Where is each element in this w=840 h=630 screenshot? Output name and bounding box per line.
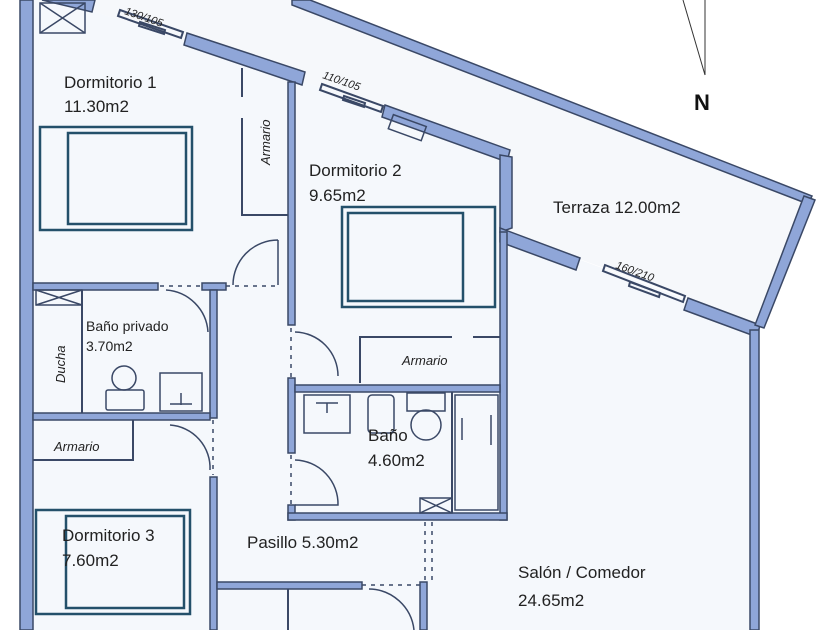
toilet-icon bbox=[105, 365, 145, 411]
wall-left bbox=[19, 0, 34, 630]
wall-terrace-end bbox=[754, 195, 816, 329]
door-private-bath bbox=[165, 289, 209, 333]
floor-area bbox=[33, 0, 755, 630]
bidet-icon bbox=[367, 394, 395, 434]
door-dorm3 bbox=[169, 424, 211, 471]
room-area-dormitorio3: 7.60m2 bbox=[62, 551, 119, 570]
wall-dorm1-dorm2 bbox=[287, 81, 296, 326]
room-area-dormitorio1: 11.30m2 bbox=[64, 97, 129, 116]
room-area-dormitorio2: 9.65m2 bbox=[309, 186, 366, 205]
bath-toilet-icon bbox=[406, 392, 446, 441]
closet-dorm1 bbox=[241, 68, 288, 216]
x-box-icon bbox=[419, 497, 453, 514]
closet-label-dorm1: Armario bbox=[258, 119, 273, 166]
north-arrow-icon: N bbox=[682, 0, 710, 115]
wall-dorm2-right-inner bbox=[499, 231, 508, 521]
wall-private-bath-right bbox=[209, 289, 218, 419]
wall-left-lower bbox=[209, 476, 218, 630]
room-name-bano: Baño bbox=[368, 426, 408, 445]
terrace-floor bbox=[60, 0, 810, 325]
room-label-terraza: Terraza 12.00m2 bbox=[553, 198, 681, 217]
bed-dorm2 bbox=[340, 205, 497, 309]
compass-label: N bbox=[694, 90, 710, 115]
closet-label-dorm3: Armario bbox=[53, 439, 100, 454]
wall-bath-top bbox=[294, 384, 501, 393]
wall-right bbox=[749, 329, 760, 630]
wall-private-bath-bottom bbox=[32, 412, 211, 421]
bed-dorm3 bbox=[34, 508, 192, 616]
room-name-dormitorio2: Dormitorio 2 bbox=[309, 161, 402, 180]
bathtub-icon bbox=[454, 394, 499, 511]
room-area-bano: 4.60m2 bbox=[368, 451, 425, 470]
wall-left-horizontal bbox=[32, 282, 159, 291]
room-label-pasillo: Pasillo 5.30m2 bbox=[247, 533, 359, 552]
door-dorm1 bbox=[232, 239, 279, 286]
door-hall bbox=[368, 588, 415, 630]
room-name-salon: Salón / Comedor bbox=[518, 563, 646, 582]
room-name-bano-privado: Baño privado bbox=[86, 318, 169, 334]
door-bath bbox=[294, 459, 339, 506]
wall-hall-bottom bbox=[216, 581, 363, 590]
x-box-icon bbox=[387, 113, 428, 142]
wall-dorm2-right bbox=[499, 154, 513, 234]
room-area-bano-privado: 3.70m2 bbox=[86, 338, 133, 354]
bath-sink-icon bbox=[303, 394, 351, 434]
x-box-icon bbox=[39, 2, 86, 34]
closet-label-dorm2: Armario bbox=[401, 353, 448, 368]
wall-hall-bath bbox=[287, 377, 296, 454]
door-dorm2 bbox=[294, 331, 339, 377]
wall-top-2 bbox=[183, 32, 306, 86]
closet-dorm3 bbox=[33, 420, 134, 461]
wall-hall-right-stub bbox=[419, 581, 428, 630]
shower-label: Ducha bbox=[53, 345, 68, 383]
wall-bath-bottom bbox=[287, 512, 508, 521]
x-box-icon bbox=[35, 289, 83, 306]
room-area-salon: 24.65m2 bbox=[518, 591, 584, 610]
room-name-dormitorio1: Dormitorio 1 bbox=[64, 73, 157, 92]
bed-dorm1 bbox=[38, 125, 194, 232]
wall-left-stub bbox=[201, 282, 227, 291]
room-name-dormitorio3: Dormitorio 3 bbox=[62, 526, 155, 545]
sink-icon bbox=[159, 372, 203, 412]
closet-dorm2 bbox=[359, 336, 500, 383]
